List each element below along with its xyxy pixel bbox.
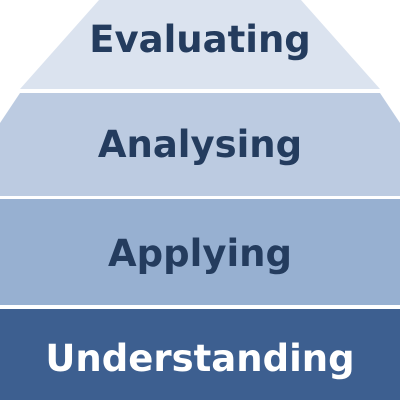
pyramid-tier-applying: Applying [0, 199, 400, 305]
pyramid-tier-evaluating: Evaluating [20, 0, 380, 89]
tier-label-analysing: Analysing [97, 123, 303, 166]
tier-label-understanding: Understanding [45, 337, 355, 380]
tier-label-applying: Applying [108, 231, 292, 275]
pyramid-tier-understanding: Understanding [0, 309, 400, 400]
tier-label-evaluating: Evaluating [89, 18, 311, 61]
pyramid-tier-analysing: Analysing [0, 93, 400, 196]
